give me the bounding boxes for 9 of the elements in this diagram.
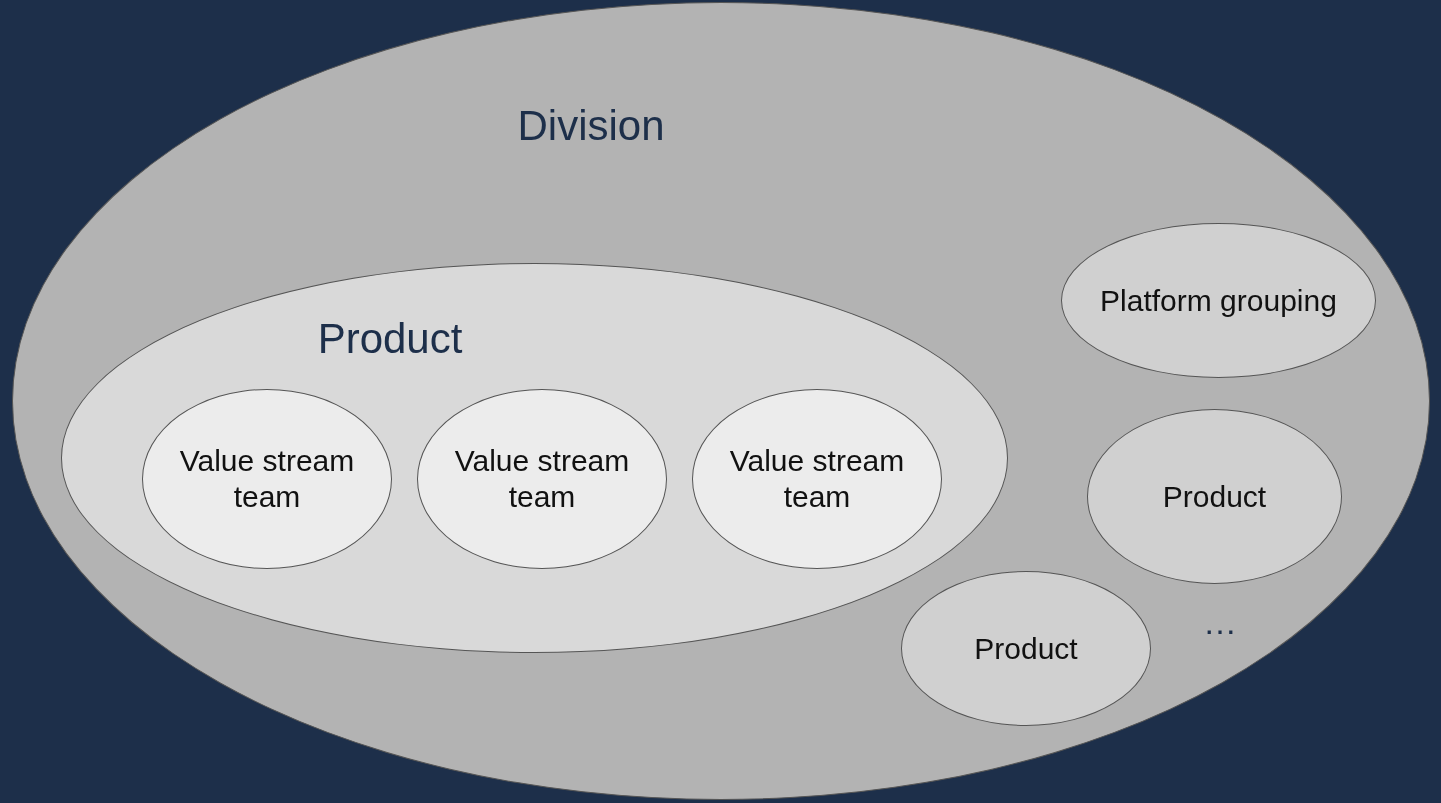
node-label: Product [973,630,1079,667]
group-title: Division [517,100,665,151]
node-label: Value stream team [178,443,356,515]
node-label: Value stream team [453,443,631,515]
ellipsis-text: … [1203,601,1237,643]
group-title: Product [317,313,463,364]
node-label: Value stream team [728,443,906,515]
node-label: Platform grouping [1099,282,1338,319]
node-label: Product [1161,478,1268,515]
